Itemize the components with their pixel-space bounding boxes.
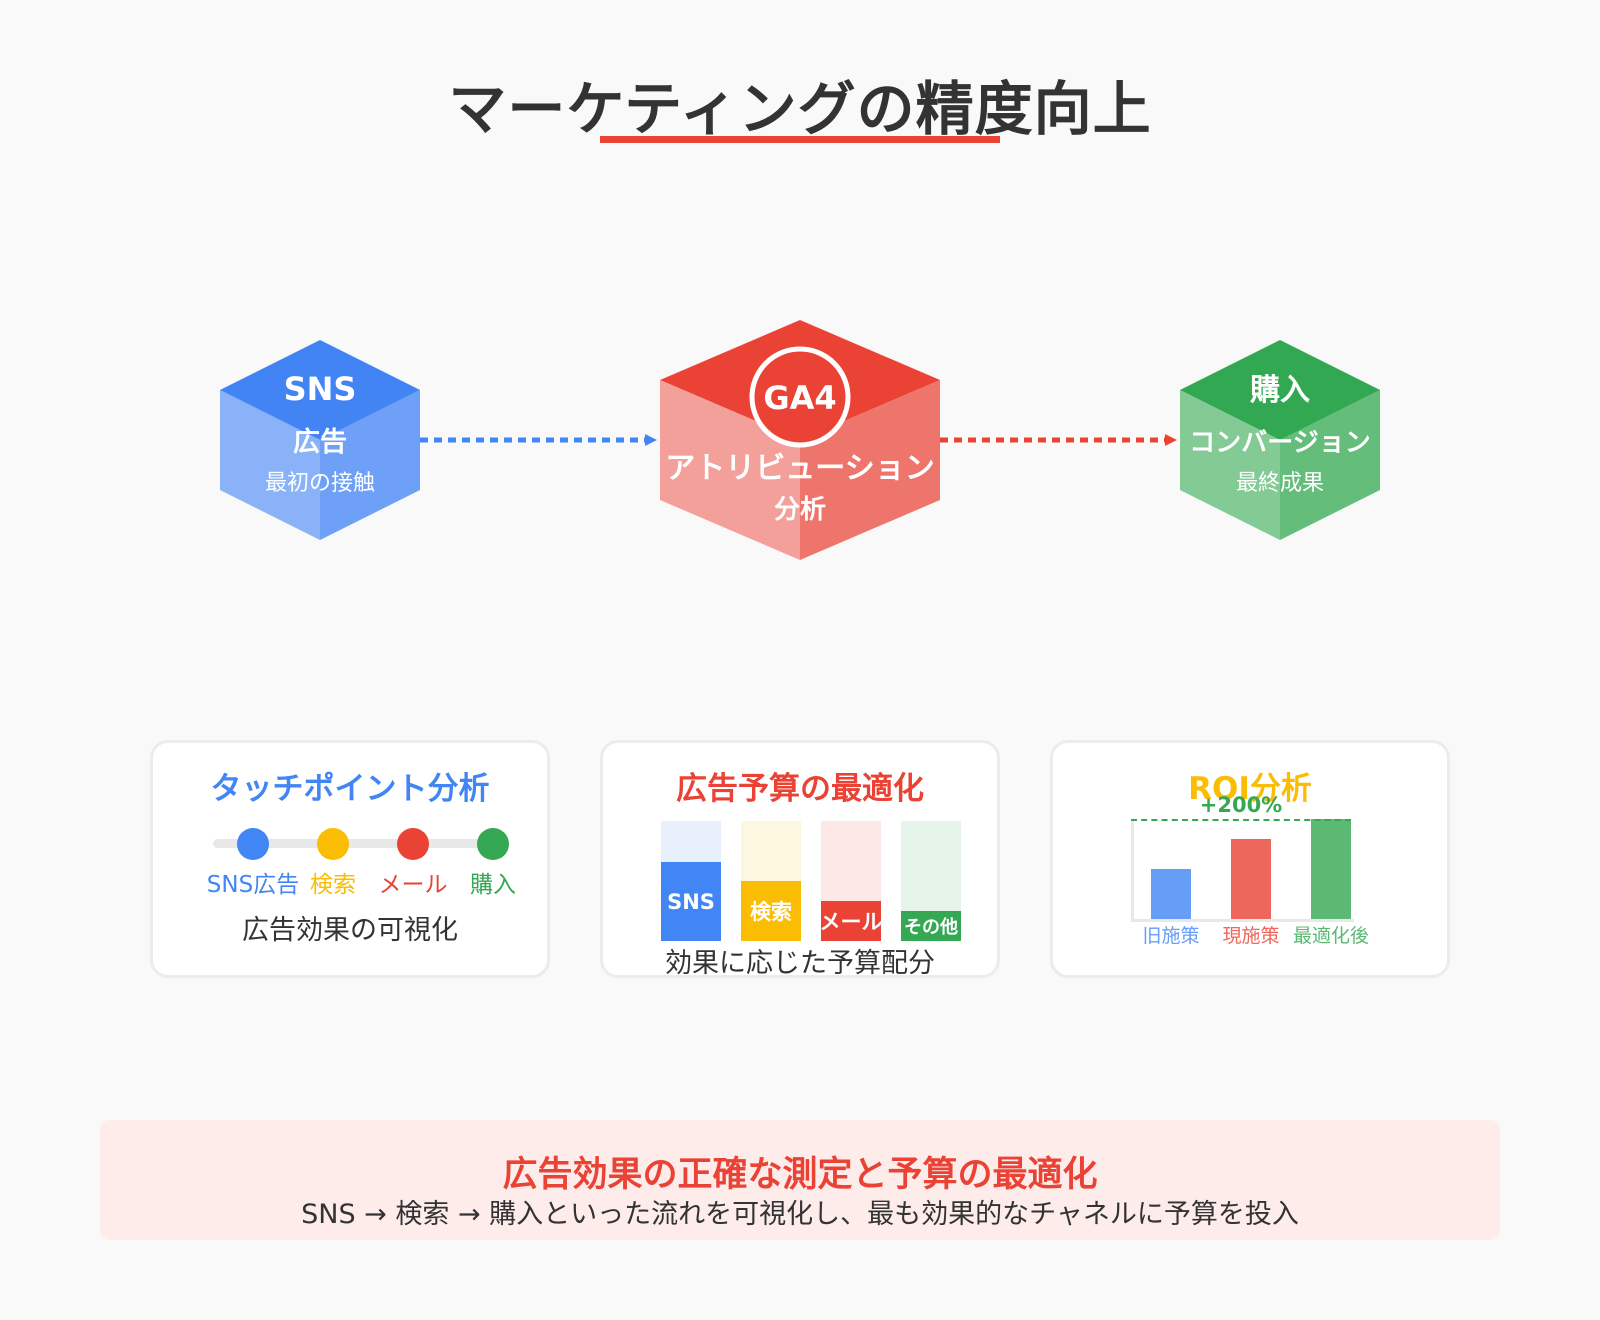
title-underline — [600, 136, 1000, 143]
purchase-cube: 購入 コンバージョン 最終成果 — [1180, 340, 1380, 540]
touchpoint-card-title: タッチポイント分析 — [210, 771, 490, 807]
roi-target-line — [1131, 819, 1351, 821]
roi-card-title: ROI分析 — [1188, 771, 1312, 807]
ga4-badge: GA4 — [763, 379, 836, 417]
touchpoint-label-search: 検索 — [310, 872, 356, 898]
budget-card: 広告予算の最適化 SNS 検索メールその他 効果に応じた予算配分 — [600, 740, 1000, 979]
sns-cube: SNS 広告 最初の接触 — [220, 340, 420, 540]
budget-bar: メール — [821, 901, 881, 941]
attribution-flow-diagram: SNS 広告 最初の接触 GA4 アトリビューション 分析 購入 コンバージョン… — [220, 320, 1380, 560]
budget-bar: その他 — [901, 911, 961, 941]
ga4-cube: GA4 アトリビューション 分析 — [660, 320, 940, 560]
budget-bar: 検索 — [741, 881, 801, 941]
touchpoint-dot-email — [397, 828, 429, 860]
roi-axis-frame — [1131, 821, 1354, 922]
roi-bar-label: 最適化後 — [1292, 925, 1369, 947]
sns-cube-label: SNS — [284, 370, 357, 408]
budget-card-title: 広告予算の最適化 — [676, 771, 924, 807]
touchpoint-label-email: メール — [378, 872, 448, 898]
touchpoint-card-footer: 広告効果の可視化 — [242, 915, 458, 946]
touchpoint-card: タッチポイント分析 SNS広告 検索 メール 購入 広告効果の可視化 — [150, 740, 550, 978]
roi-bar-label: 現施策 — [1222, 925, 1280, 947]
ga4-cube-label: アトリビューション — [665, 451, 934, 486]
summary-text: SNS → 検索 → 購入といった流れを可視化し、最も効果的なチャネルに予算を投… — [301, 1199, 1299, 1230]
ga4-badge-ring — [749, 346, 851, 448]
roi-bar — [1311, 819, 1351, 919]
roi-bar-label: 旧施策 — [1142, 925, 1200, 947]
touchpoint-dot-purchase — [477, 828, 509, 860]
touchpoint-label-purchase: 購入 — [470, 872, 516, 898]
purchase-cube-sublabel: コンバージョン — [1189, 428, 1370, 458]
purchase-cube-caption: 最終成果 — [1236, 471, 1324, 496]
touchpoint-dot-sns — [237, 828, 269, 860]
sns-cube-caption: 最初の接触 — [265, 471, 375, 496]
budget-bar: SNS — [661, 862, 721, 941]
summary-banner: 広告効果の正確な測定と予算の最適化 SNS → 検索 → 購入といった流れを可視… — [100, 1120, 1500, 1240]
touchpoint-label-sns: SNS広告 — [206, 872, 300, 898]
ga4-cube-sublabel: 分析 — [774, 495, 826, 525]
summary-title: 広告効果の正確な測定と予算の最適化 — [502, 1155, 1098, 1195]
roi-annotation: +200% — [1199, 793, 1283, 817]
roi-bar — [1151, 869, 1191, 919]
budget-card-footer: 効果に応じた予算配分 — [665, 948, 935, 979]
roi-bar — [1231, 839, 1271, 919]
roi-card: ROI分析 旧施策現施策最適化後 +200% — [1050, 740, 1450, 978]
sns-cube-sublabel: 広告 — [293, 426, 347, 458]
page-title: マーケティングの精度向上 — [448, 75, 1152, 143]
touchpoint-timeline — [213, 839, 503, 848]
touchpoint-dot-search — [317, 828, 349, 860]
purchase-cube-label: 購入 — [1250, 373, 1310, 408]
